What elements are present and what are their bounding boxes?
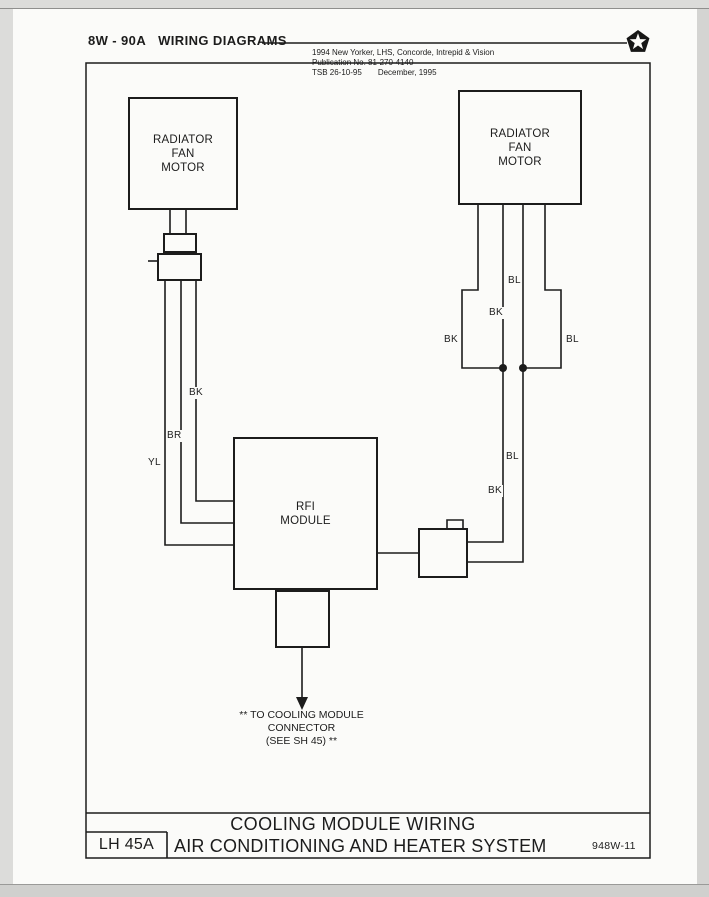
footer-sheet-code: LH 45A bbox=[98, 836, 155, 853]
pentastar-logo-icon bbox=[626, 30, 650, 52]
splice-junction-dot bbox=[519, 364, 527, 372]
note-line: (SEE SH 45) ** bbox=[265, 735, 338, 747]
scan-edge-bottom bbox=[0, 884, 709, 897]
box-label-line: MOTOR bbox=[498, 155, 542, 168]
wire-label-yl: YL bbox=[147, 457, 162, 469]
box-label-line: FAN bbox=[171, 147, 195, 160]
scan-edge-left bbox=[0, 0, 13, 897]
wire-label-bk: BK bbox=[487, 485, 503, 497]
box-label-line: MODULE bbox=[280, 514, 331, 527]
publication-tsb: TSB 26-10-95 bbox=[312, 68, 362, 77]
footer-drawing-ref: 948W-11 bbox=[592, 840, 636, 852]
note-line: ** TO COOLING MODULE bbox=[239, 709, 364, 721]
left-inline-connector-top bbox=[163, 233, 197, 253]
wire-label-bk: BK bbox=[188, 387, 204, 399]
box-label-line: RADIATOR bbox=[153, 133, 213, 146]
page-header: 8W - 90A WIRING DIAGRAMS bbox=[88, 33, 287, 48]
publication-info: 1994 New Yorker, LHS, Concorde, Intrepid… bbox=[312, 48, 494, 78]
connector-latch-tick bbox=[446, 519, 464, 528]
wire-label-bk: BK bbox=[443, 334, 459, 346]
right-radiator-fan-motor-box: RADIATOR FAN MOTOR bbox=[458, 90, 582, 205]
box-label-line: FAN bbox=[508, 141, 532, 154]
publication-vehicles: 1994 New Yorker, LHS, Concorde, Intrepid… bbox=[312, 48, 495, 57]
footer-title: COOLING MODULE WIRING bbox=[230, 814, 476, 834]
box-label-line: MOTOR bbox=[161, 161, 205, 174]
header-section-code: 8W - 90A bbox=[88, 33, 147, 48]
right-circuit-wires bbox=[461, 205, 562, 563]
scan-edge-right bbox=[697, 0, 709, 897]
left-radiator-fan-motor-box: RADIATOR FAN MOTOR bbox=[128, 97, 238, 210]
note-line: CONNECTOR bbox=[267, 722, 336, 734]
box-label-line: RADIATOR bbox=[490, 127, 550, 140]
wire-bk-bracket bbox=[461, 205, 503, 369]
cooling-connector-arrow bbox=[296, 648, 308, 710]
publication-tsb-date: TSB 26-10-95 December, 1995 bbox=[312, 68, 494, 78]
wire-label-bk: BK bbox=[488, 307, 504, 319]
wire-bk-left bbox=[195, 281, 233, 502]
wire-bl-bracket bbox=[523, 205, 562, 369]
rfi-module-box: RFI MODULE bbox=[233, 437, 378, 590]
wire-bl-drop bbox=[468, 368, 524, 563]
footer-subtitle: AIR CONDITIONING AND HEATER SYSTEM bbox=[174, 836, 547, 856]
wire-label-bl: BL bbox=[507, 275, 522, 287]
wire-bk-drop bbox=[468, 368, 504, 543]
wire-label-bl: BL bbox=[565, 334, 580, 346]
wire-label-br: BR bbox=[166, 430, 183, 442]
left-circuit-wires bbox=[148, 210, 233, 546]
splice-junction-dot bbox=[499, 364, 507, 372]
rfi-output-connector-box bbox=[275, 590, 330, 648]
scan-edge-top bbox=[0, 0, 709, 9]
header-title: WIRING DIAGRAMS bbox=[158, 33, 287, 48]
arrow-down-icon bbox=[296, 697, 308, 710]
frame-border bbox=[85, 62, 651, 859]
wire-label-bl: BL bbox=[505, 451, 520, 463]
note-to-cooling-module: ** TO COOLING MODULE CONNECTOR (SEE SH 4… bbox=[219, 709, 384, 748]
cooling-module-connector-box bbox=[418, 528, 468, 578]
rfi-connector-wire bbox=[378, 519, 464, 554]
publication-number: Publication No. 81-270-4140 bbox=[312, 58, 414, 67]
wire-br bbox=[180, 281, 233, 524]
wire-yl bbox=[164, 281, 233, 546]
left-inline-connector-bottom bbox=[157, 253, 202, 281]
frame-lines bbox=[85, 42, 651, 859]
box-label-line: RFI bbox=[295, 500, 316, 513]
publication-date: December, 1995 bbox=[377, 68, 437, 77]
